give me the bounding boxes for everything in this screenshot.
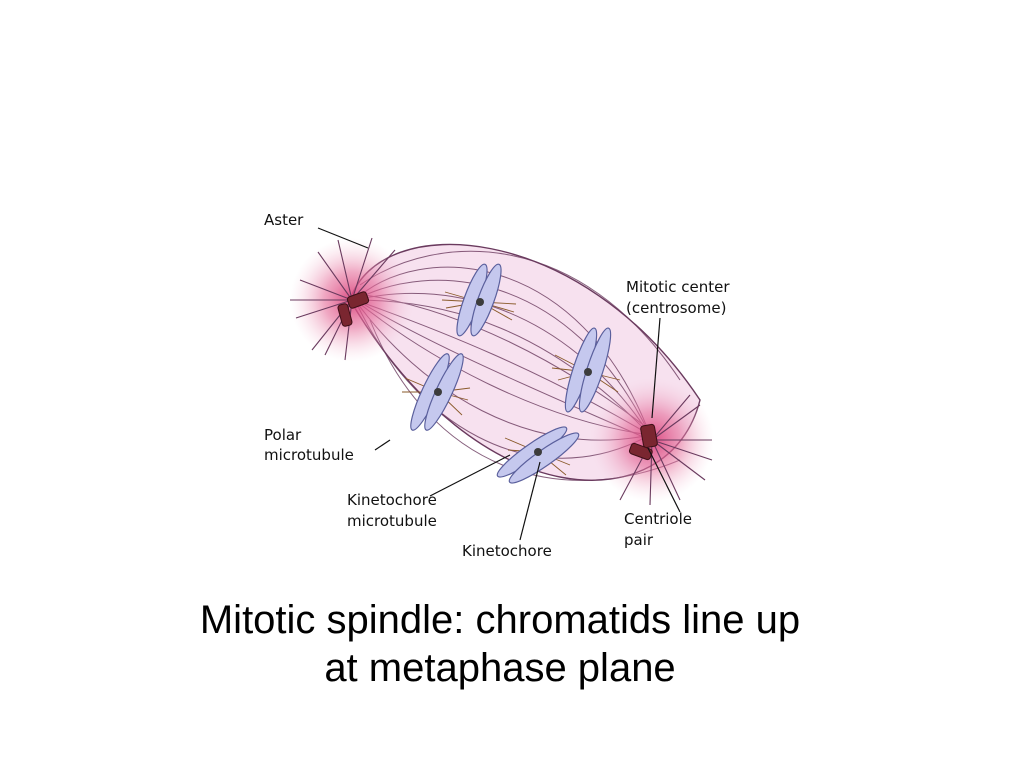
label-centriole-line2: pair [624, 531, 654, 549]
centriole-left [337, 291, 370, 327]
label-polar-line2: microtubule [264, 446, 354, 464]
slide-caption: Mitotic spindle: chromatids line up at m… [0, 596, 1000, 692]
leader-polar-microtubule [374, 439, 391, 451]
chromosome-1 [441, 263, 517, 337]
label-mitotic-center-line1: Mitotic center [626, 278, 730, 296]
label-kinetochore-microtubule-line2: microtubule [347, 512, 437, 530]
label-aster: Aster [264, 211, 304, 229]
caption-line-2: at metaphase plane [324, 646, 676, 690]
label-kinetochore-microtubule-line1: Kinetochore [347, 491, 437, 509]
chromosome-4 [496, 426, 580, 484]
label-polar-line1: Polar [264, 426, 302, 444]
leader-lines [317, 227, 681, 541]
leader-aster [317, 227, 369, 249]
label-kinetochore: Kinetochore [462, 542, 552, 560]
leader-centriole-pair [647, 447, 681, 513]
label-mitotic-center-line2: (centrosome) [626, 299, 726, 317]
label-centriole-line1: Centriole [624, 510, 692, 528]
chromosome-2 [551, 327, 621, 413]
leader-mitotic-center [651, 317, 661, 419]
mitotic-spindle-diagram: Aster Mitotic center (centrosome) Polar … [264, 211, 730, 560]
caption-line-1: Mitotic spindle: chromatids line up [199, 598, 801, 642]
leader-kinetochore-microtubule [429, 454, 511, 497]
leader-kinetochore [519, 461, 541, 541]
chromosome-3 [402, 353, 471, 431]
